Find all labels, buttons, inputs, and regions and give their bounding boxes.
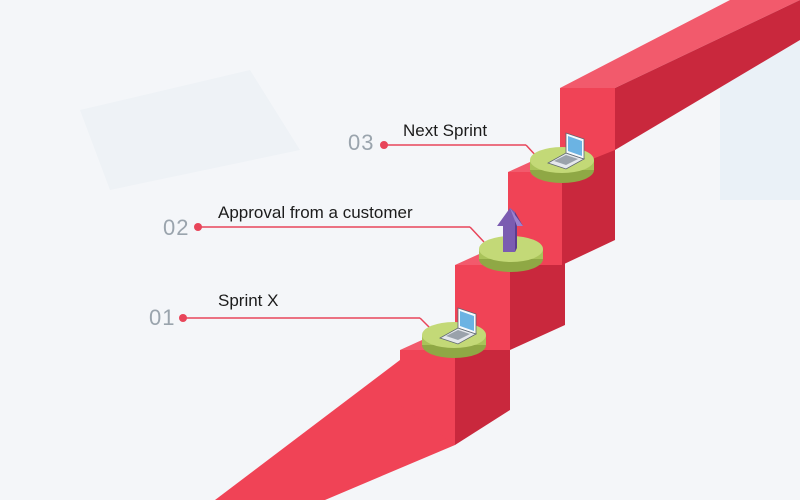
stair-upper-side (615, 0, 800, 150)
connector-dot-2 (194, 223, 202, 231)
step-label-3: Next Sprint (403, 121, 488, 140)
up-arrow-icon (497, 208, 523, 252)
connector-dot-3 (380, 141, 388, 149)
background-shape (80, 70, 300, 190)
stair-upper-top (560, 0, 800, 88)
step-number-3: 03 (348, 130, 375, 155)
laptop-icon (439, 307, 477, 345)
stair-ramp (215, 360, 455, 500)
connector-line-2-tail (469, 226, 485, 243)
connector-dot-1 (179, 314, 187, 322)
step-number-2: 02 (163, 215, 190, 240)
step-label-2: Approval from a customer (218, 203, 413, 222)
laptop-icon (547, 132, 585, 170)
step-number-1: 01 (149, 305, 176, 330)
stair-front-1 (400, 350, 455, 445)
step-label-1: Sprint X (218, 291, 279, 310)
